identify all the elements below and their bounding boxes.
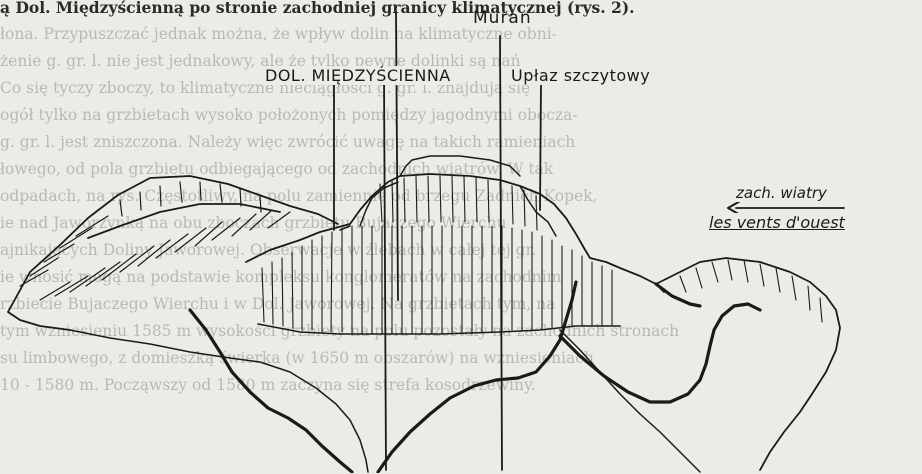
valley-lines — [190, 282, 760, 472]
left-ridge-hatching — [20, 182, 290, 300]
label-zach-wiatry: zach. wiatry — [733, 184, 830, 202]
label-uplaz-szczytowy: Upłaz szczytowy — [508, 66, 653, 85]
massif-outline — [246, 174, 664, 292]
label-les-vents-douest: les vents d'ouest — [706, 213, 848, 232]
right-foothill-hatching — [680, 260, 822, 322]
label-muran: Muran — [470, 8, 535, 28]
right-foothill — [656, 258, 840, 470]
massif-hatching — [262, 176, 612, 334]
label-dol-miedzyscienna: DOL. MIĘDZYŚCIENNA — [262, 66, 454, 85]
left-ridge — [8, 176, 338, 330]
